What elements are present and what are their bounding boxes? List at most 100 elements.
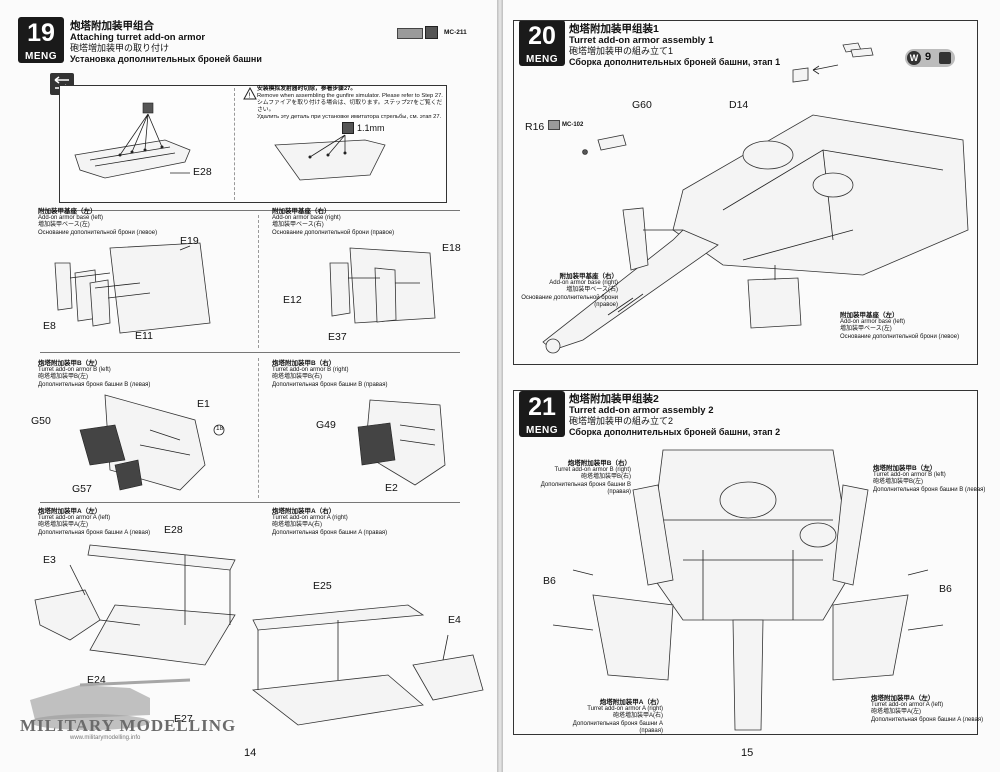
part-label: E8 — [43, 320, 56, 332]
part-label: E4 — [448, 614, 461, 626]
caption-a-right: 炮塔附加装甲A（右） Turret add-on armor A (right)… — [563, 699, 663, 735]
title-ru: Сборка дополнительных броней башни, этап… — [569, 57, 781, 67]
step-badge-19: 19 MENG — [18, 17, 64, 63]
part-label: E19 — [180, 235, 199, 247]
armor-b-right-diagram — [357, 399, 446, 486]
caption-cn: 炮塔附加装甲B（左） — [38, 360, 102, 367]
caption-jp: 増加装甲ベース(右) — [272, 222, 324, 229]
step-title: 炮塔附加装甲组装1 Turret add-on armor assembly 1… — [569, 24, 780, 68]
caption-jp: 砲塔増加装甲B(左) — [873, 479, 923, 486]
caption-jp: 増加装甲ベース(左) — [840, 326, 892, 333]
caption-en: Add-on armor base (left) — [38, 215, 104, 222]
page-number: 14 — [244, 747, 257, 759]
caption-en: Turret add-on armor A (right) — [587, 706, 663, 713]
armor-a-right-diagram — [251, 604, 484, 726]
caption-b-left: 炮塔附加装甲B（左） Turret add-on armor B (left) … — [873, 465, 985, 494]
title-cn: 炮塔附加装甲组合 — [70, 20, 154, 32]
part-label: E18 — [442, 242, 461, 254]
caption-cn: 附加装甲基座（右） — [272, 208, 331, 215]
caption-en: Turret add-on armor A (left) — [38, 515, 111, 522]
caption-cn: 炮塔附加装甲A（左） — [38, 508, 102, 515]
part-label: G60 — [632, 99, 652, 111]
caption-cn: 炮塔附加装甲A（右） — [272, 508, 336, 515]
caption-ru: Дополнительная броня башни A (левая) — [871, 716, 984, 723]
caption-ru: Дополнительная броня башни A (правая) — [272, 529, 388, 536]
frame-step21 — [513, 390, 978, 735]
step-number: 21 — [528, 393, 556, 421]
watermark-text: MILITARY MODELLING — [20, 716, 237, 735]
title-en: Turret add-on armor assembly 1 — [569, 35, 714, 46]
part-label: R16 — [525, 121, 545, 133]
part-label: E28 — [164, 524, 183, 536]
brand-logo: MENG — [526, 425, 558, 436]
part-label: E3 — [43, 554, 56, 566]
caption-cn: 炮塔附加装甲A（右） — [599, 699, 663, 706]
caption-cn: 炮塔附加装甲B（右） — [272, 360, 336, 367]
page-number: 15 — [741, 747, 754, 759]
caption-jp: 増加装甲ベース(右) — [566, 287, 618, 294]
watermark-url: www.militarymodelling.info — [70, 735, 141, 741]
caption-ru: Дополнительная броня башни B (левая) — [873, 486, 986, 493]
caption-b-right: 炮塔附加装甲B（右） Turret add-on armor B (right)… — [531, 460, 631, 496]
plate-e28-diagram — [74, 102, 191, 179]
turret-assembly-1 — [542, 114, 969, 354]
caption-right-b: 炮塔附加装甲B（右） Turret add-on armor B (right)… — [272, 360, 388, 389]
frame-divider — [234, 88, 235, 200]
caption-ru: Дополнительная броня башни A (левая) — [38, 529, 151, 536]
title-ru: Установка дополнительных броней башни — [70, 54, 262, 64]
caption-jp: 砲塔増加装甲B(左) — [38, 374, 88, 381]
note-ru: Удалить эту деталь при установке имитато… — [257, 114, 442, 120]
turret-assembly-2 — [552, 449, 944, 731]
quantity-count: 9 — [925, 51, 932, 63]
part-label: E12 — [283, 294, 302, 306]
caption-ru: Дополнительная броня башни B (правая) — [272, 381, 388, 388]
subsection-divider — [258, 215, 259, 348]
section-separator — [40, 502, 460, 503]
title-en: Turret add-on armor assembly 2 — [569, 405, 714, 416]
caption-ru: Основание дополнительной брони (левое) — [38, 229, 158, 236]
caption-cn: 炮塔附加装甲B（左） — [873, 465, 937, 472]
caption-en: Turret add-on armor B (right) — [554, 467, 631, 474]
svg-text:!: ! — [249, 93, 251, 100]
part-label: E11 — [135, 330, 153, 342]
title-jp: 砲塔増加装甲の組み立て1 — [569, 46, 674, 56]
step-number: 20 — [528, 22, 556, 50]
part-label: E28 — [193, 166, 212, 178]
caption-en: Turret add-on armor B (right) — [272, 367, 349, 374]
caption-cn: 附加装甲基座（左） — [840, 312, 899, 319]
paint-ref: MC-211 — [444, 29, 467, 36]
caption-en: Turret add-on armor B (left) — [873, 472, 946, 479]
title-cn: 炮塔附加装甲组装1 — [569, 23, 659, 35]
right-page: 20 MENG 炮塔附加装甲组装1 Turret add-on armor as… — [503, 0, 1000, 772]
caption-ru: Дополнительная броня башни B (правая) — [540, 481, 631, 495]
step-title: 炮塔附加装甲组装2 Turret add-on armor assembly 2… — [569, 394, 780, 438]
title-en: Attaching turret add-on armor — [70, 32, 206, 43]
caption-cn: 炮塔附加装甲B（右） — [567, 460, 631, 467]
caption-right-base: 附加装甲基座（右） Add-on armor base (right) 増加装甲… — [518, 273, 618, 309]
caption-jp: 砲塔増加装甲A(右) — [272, 522, 322, 529]
note-block: 安装模拟发射器时切除，参看步骤27。 Remove when assemblin… — [257, 86, 443, 121]
caption-jp: 増加装甲ベース(左) — [38, 222, 90, 229]
left-page: 19 MENG 炮塔附加装甲组合 Attaching turret add-on… — [0, 0, 497, 772]
paint-swatch — [397, 28, 423, 39]
caption-ru: Дополнительная броня башни B (левая) — [38, 381, 151, 388]
note-en: Remove when assembling the gunfire simul… — [257, 93, 443, 99]
part-label: B6 — [543, 575, 556, 587]
small-part-diagram — [792, 42, 874, 83]
caption-jp: 砲塔増加装甲A(左) — [38, 522, 88, 529]
title-jp: 砲塔増加装甲の組み立て2 — [569, 416, 674, 426]
drill-size: 1.1mm — [357, 123, 385, 133]
bag-icon — [939, 52, 951, 64]
plate-cut-diagram — [274, 134, 386, 181]
caption-en: Turret add-on armor A (left) — [871, 702, 944, 709]
note-cn: 安装模拟发射器时切除，参看步骤27。 — [257, 86, 357, 92]
knife-icon — [425, 26, 438, 39]
tank-watermark — [30, 678, 191, 730]
decal-number: 18 — [216, 425, 224, 432]
title-jp: 砲塔増加装甲の取り付け — [70, 43, 170, 53]
caption-ru: Основание дополнительной брони (правое) — [521, 294, 618, 308]
step-badge-20: 20 MENG — [519, 20, 565, 66]
caption-ru: Основание дополнительной брони (левое) — [840, 333, 960, 340]
caption-cn: 炮塔附加装甲A（左） — [871, 695, 935, 702]
part-label: B6 — [939, 583, 952, 595]
